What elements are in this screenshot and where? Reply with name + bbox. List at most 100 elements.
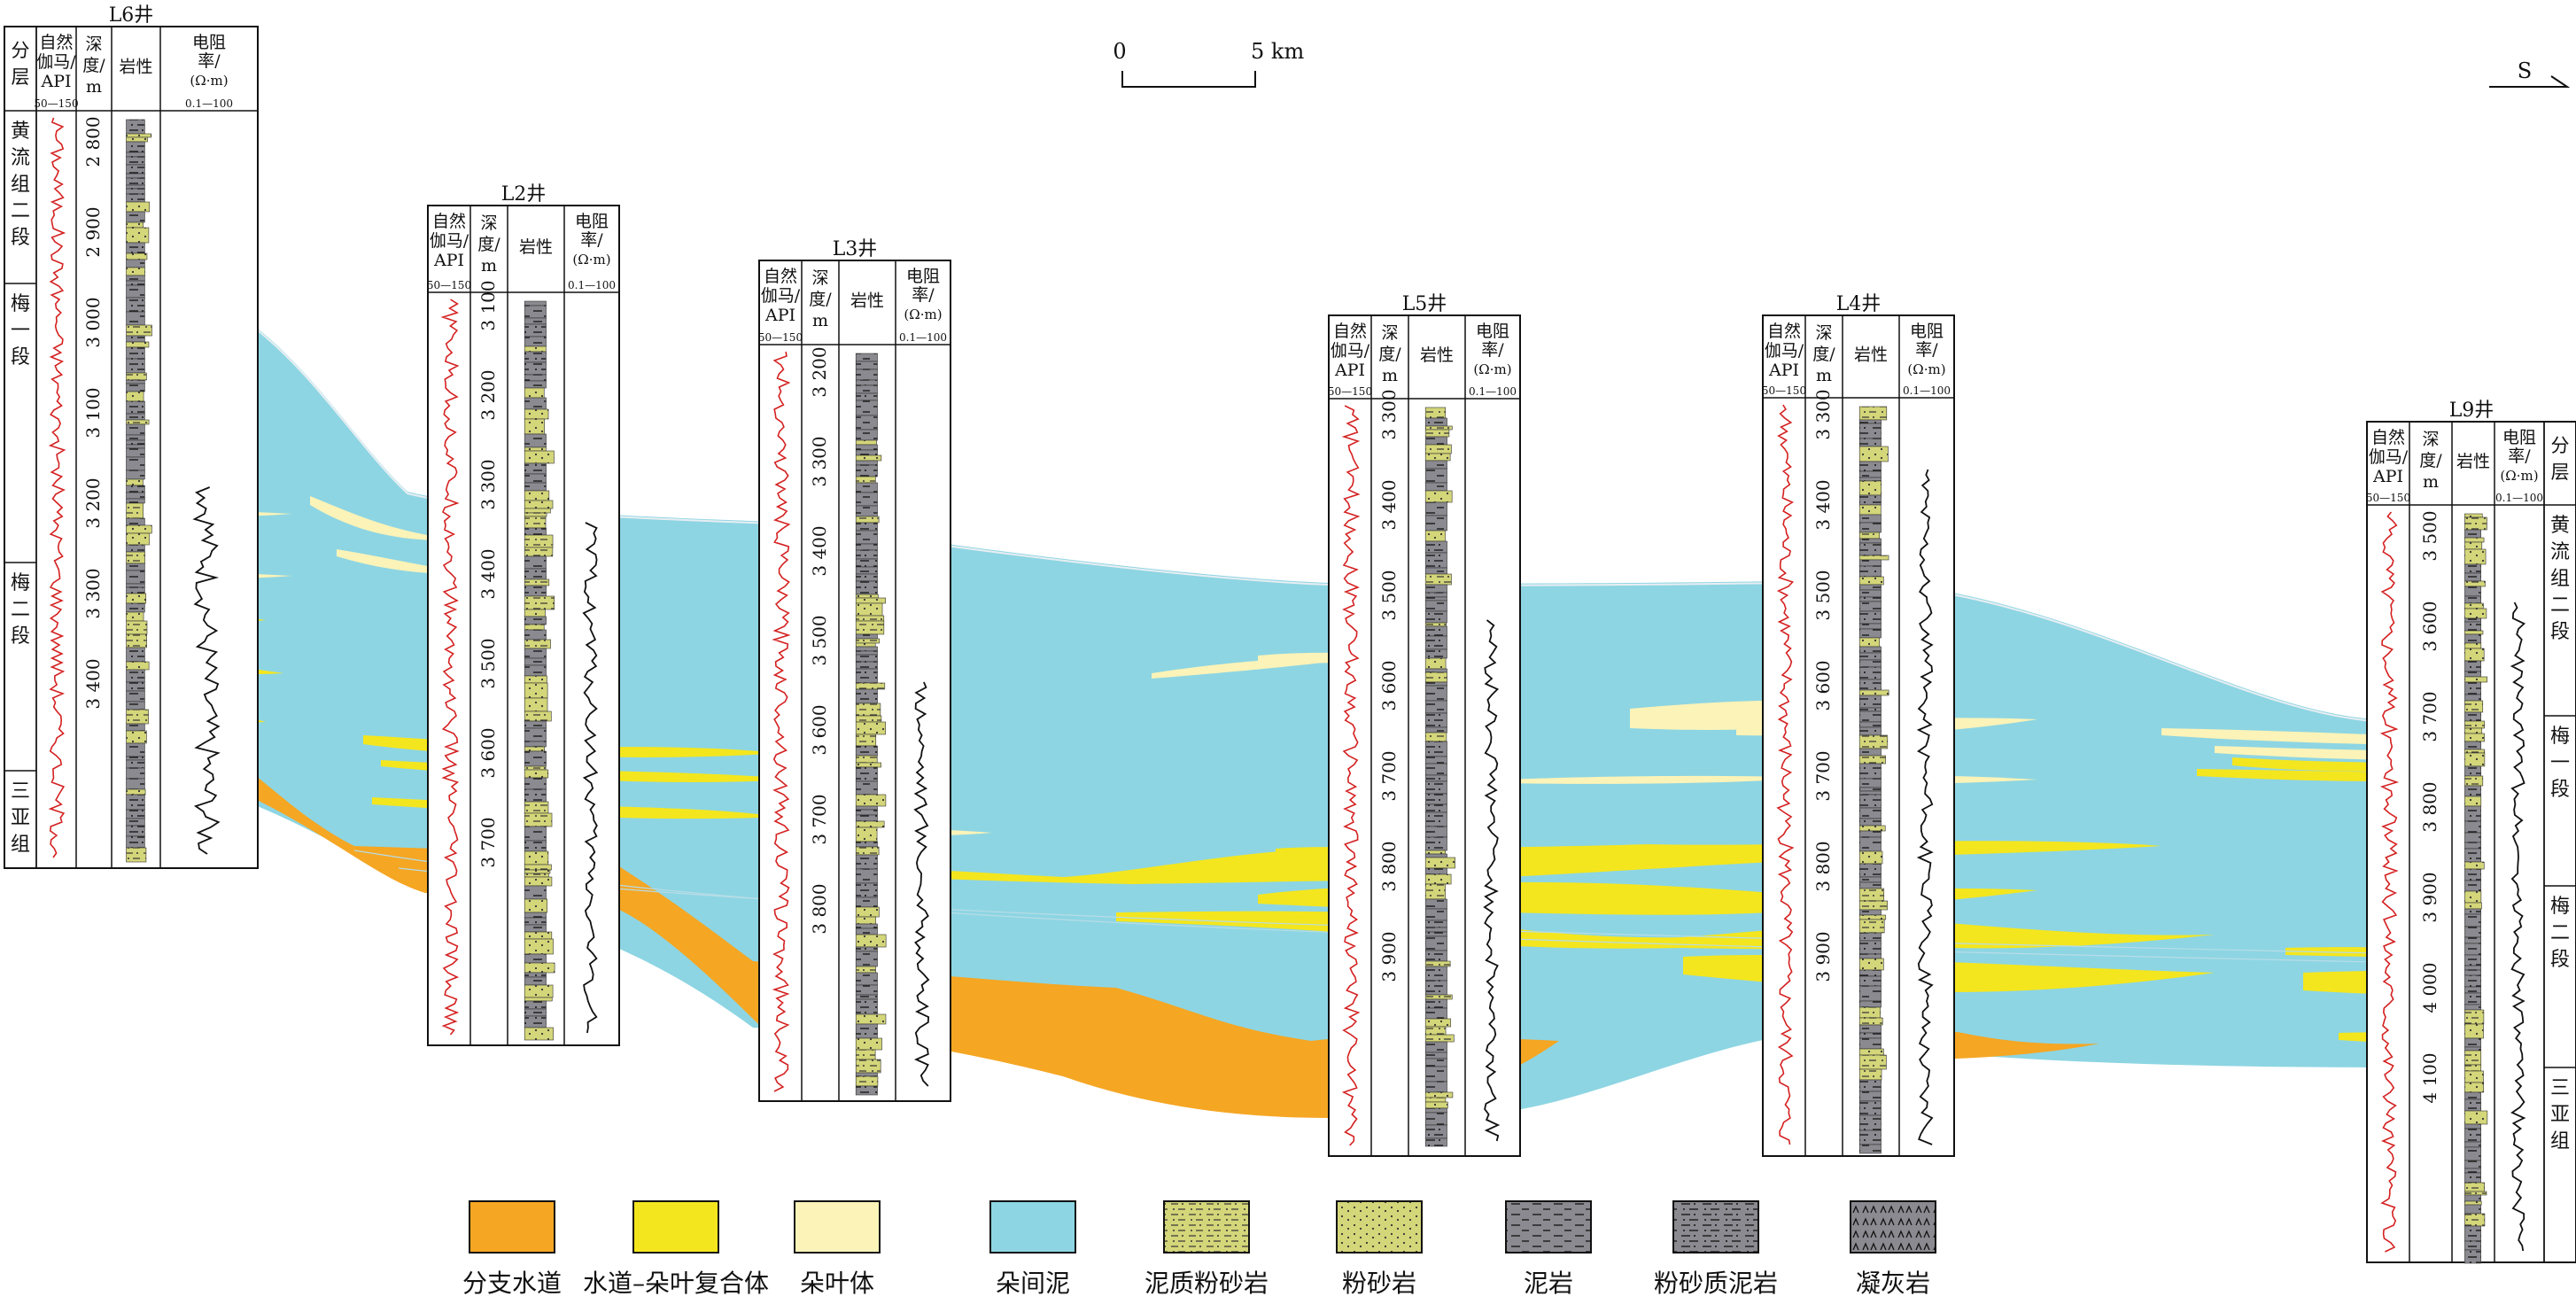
- lithology-layer: [126, 583, 145, 588]
- lithology-layer: [2464, 785, 2481, 797]
- lithology-layer: [2464, 1168, 2481, 1174]
- lithology-layer: [2464, 727, 2483, 734]
- lithology-layer: [2464, 868, 2481, 881]
- lithology-layer: [1858, 1079, 1882, 1092]
- lithology-layer: [1858, 1017, 1883, 1026]
- resistivity-header: (Ω·m): [1907, 361, 1945, 377]
- resistivity-header: 率/: [198, 51, 221, 71]
- resistivity-header: (Ω·m): [572, 252, 610, 268]
- strata-label: 组: [2550, 1130, 2570, 1153]
- lithology-layer: [2464, 1141, 2481, 1148]
- lithology-layer: [524, 639, 551, 649]
- strata-label: 亚: [2550, 1104, 2570, 1126]
- lithology-layer: [126, 227, 150, 244]
- lithology-layer: [1424, 908, 1447, 921]
- lithology-layer: [1858, 494, 1882, 506]
- lithology-layer: [524, 446, 547, 452]
- strata-label: 段: [11, 346, 30, 369]
- lithology-layer: [855, 841, 878, 848]
- lithology-layer: [1858, 1048, 1884, 1056]
- lithology-layer: [1424, 811, 1447, 827]
- depth-tick-label: 3 800: [1378, 841, 1400, 891]
- well-L9: L9井自然伽马/API50—150深度/m岩性电阻率/(Ω·m)0.1—100分…: [2366, 400, 2576, 1264]
- scale-bar-end-label: 5 km: [1251, 39, 1304, 64]
- lithology-layer: [2464, 936, 2481, 944]
- lithology-layer: [2464, 765, 2481, 777]
- lithology-layer: [1424, 1007, 1447, 1020]
- lithology-layer: [1858, 461, 1882, 472]
- gamma-ray-curve: [772, 351, 791, 1092]
- depth-tick-label: 3 100: [82, 387, 104, 438]
- lithology-layer: [126, 447, 145, 458]
- lithology-layer: [126, 647, 145, 663]
- depth-header: m: [1382, 366, 1398, 385]
- legend: 分支水道水道–朵叶复合体朵叶体朵间泥泥质粉砂岩粉砂岩泥岩粉砂质泥岩凝灰岩: [462, 1200, 1936, 1298]
- lithology-layer: [1424, 793, 1447, 805]
- lithology-layer: [2464, 733, 2485, 742]
- lithology-layer: [1858, 794, 1882, 809]
- lithology-layer: [855, 615, 885, 622]
- depth-tick-label: 3 700: [477, 817, 499, 867]
- lithology-layer: [1424, 853, 1447, 858]
- lithology-layer: [1858, 589, 1882, 598]
- lithology-layer: [126, 788, 146, 796]
- lithology-layer: [1858, 646, 1882, 654]
- lithology-layer: [524, 1015, 547, 1028]
- lithology-layer: [2464, 608, 2487, 619]
- lithology-layer: [855, 492, 878, 507]
- lithology-layer: [1424, 774, 1447, 782]
- lithology-layer: [524, 516, 547, 529]
- lithology-layer: [855, 429, 878, 441]
- lithology-layer: [126, 259, 145, 268]
- lithology-layer: [1424, 668, 1447, 673]
- legend-swatch: [989, 1200, 1076, 1254]
- lithology-layer: [1424, 998, 1447, 1009]
- lithology-layer: [1424, 685, 1447, 702]
- lithology-layer: [1424, 732, 1447, 742]
- lithology-layer: [1424, 417, 1447, 427]
- lithology-layer: [2464, 890, 2482, 904]
- lithology-layer: [524, 490, 550, 501]
- gamma-ray-curve: [440, 299, 460, 1036]
- lithology-layer: [524, 397, 547, 410]
- depth-header: 度/: [477, 235, 500, 254]
- lithology-layer: [1858, 1024, 1882, 1034]
- resistivity-range: 0.1—100: [899, 331, 947, 344]
- depth-header: 度/: [809, 290, 832, 309]
- legend-item: 朵叶体: [794, 1200, 881, 1298]
- lithology-layer: [855, 794, 887, 807]
- depth-header: 度/: [1812, 345, 1835, 364]
- lithology-layer: [855, 688, 878, 704]
- lithology-layer: [524, 555, 547, 570]
- lithology-layer: [855, 994, 878, 1000]
- lithology-layer: [2464, 563, 2481, 574]
- scale-bar-line: [1121, 71, 1256, 88]
- lithology-layer: [1424, 898, 1447, 910]
- lithology-layer: [2464, 775, 2484, 787]
- lithology-layer: [1424, 1058, 1447, 1067]
- lithology-layer: [1424, 622, 1447, 627]
- lithology-layer: [855, 882, 878, 898]
- lithology-layer: [1424, 453, 1451, 462]
- lithology-layer: [1858, 734, 1889, 749]
- depth-tick-label: 3 900: [2419, 872, 2440, 922]
- depth-tick-label: 3 200: [82, 477, 104, 528]
- lithology-layer: [855, 820, 885, 828]
- direction-arrow-icon: [2489, 75, 2571, 88]
- lithology-layer: [855, 505, 878, 517]
- depth-tick-label: 3 000: [82, 297, 104, 347]
- lithology-layer: [524, 898, 547, 913]
- lithology-layer: [1858, 881, 1882, 889]
- depth-header: 度/: [1378, 345, 1401, 364]
- lithology-layer: [1424, 657, 1447, 670]
- depth-header: 深: [85, 35, 102, 54]
- strata-header: 层: [2551, 462, 2570, 483]
- well-name: L5井: [1402, 293, 1447, 315]
- lithology-layer: [855, 633, 878, 640]
- lithology-layer: [126, 358, 145, 374]
- lithology-layer: [1424, 552, 1447, 569]
- depth-tick-label: 3 900: [1378, 931, 1400, 982]
- legend-swatch: [1505, 1200, 1592, 1254]
- resistivity-header: 电阻: [1910, 322, 1944, 341]
